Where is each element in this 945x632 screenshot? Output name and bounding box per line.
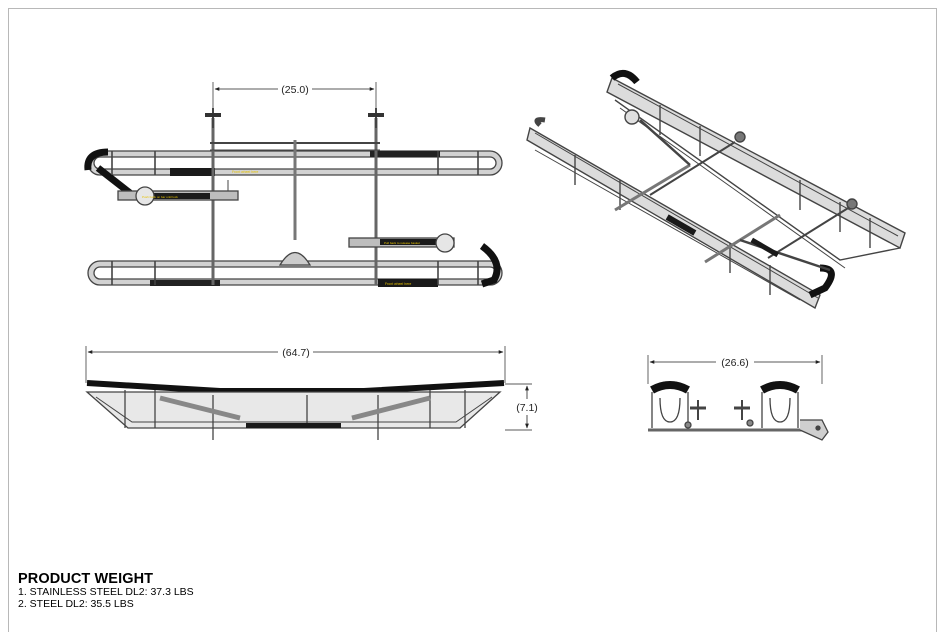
end-view: (26.6) [647,355,829,441]
sheet-border [8,8,937,632]
dimension-side-height: (7.1) [505,383,538,431]
dimension-end-width: (26.6) [647,355,823,384]
dim-label-7-1: (7.1) [516,402,538,414]
sticker-front-wheel-2: Front wheel here [385,282,411,286]
weight-item-steel: 2. STEEL DL2: 35.5 LBS [18,597,134,610]
sticker-front-wheel-1: Front wheel here [232,170,258,174]
dimension-top-width: (25.0) [212,82,377,112]
product-weight-block: PRODUCT WEIGHT 1. STAINLESS STEEL DL2: 3… [18,572,194,610]
dimension-side-length: (64.7) [85,346,506,383]
top-view: (25.0) [84,82,503,288]
sticker-pull-back: Pull back to release basket [384,241,420,245]
dim-label-64-7: (64.7) [282,347,309,359]
isometric-view [526,69,906,310]
dim-label-25: (25.0) [281,84,308,96]
weight-item-stainless: 1. STAINLESS STEEL DL2: 37.3 LBS [18,586,194,598]
product-weight-title: PRODUCT WEIGHT [18,571,154,587]
sticker-push-back: Push back on bar until lock [142,195,178,199]
dim-label-26-6: (26.6) [721,357,748,369]
side-view: (64.7) (7.1) [85,346,538,440]
